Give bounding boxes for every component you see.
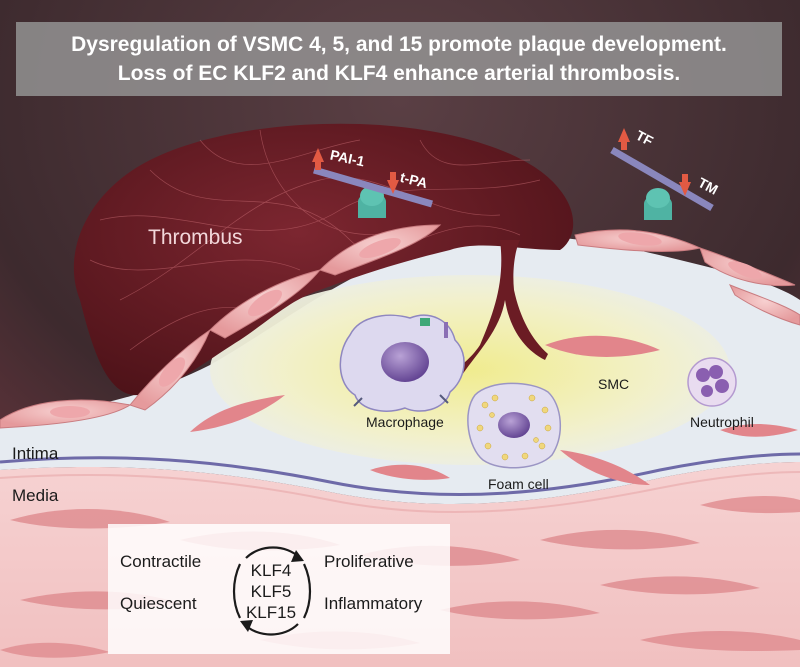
macrophage-label: Macrophage xyxy=(366,414,444,430)
neutrophil-cell xyxy=(687,357,737,407)
thrombus-label: Thrombus xyxy=(148,226,243,249)
title-line-2: Loss of EC KLF2 and KLF4 enhance arteria… xyxy=(117,62,681,85)
media-label: Media xyxy=(12,486,59,505)
foam-cell xyxy=(467,382,562,469)
klf-factor: KLF4 xyxy=(250,561,292,580)
klf-factor-list: KLF4 KLF5 KLF15 xyxy=(241,560,301,623)
klf-factor: KLF15 xyxy=(245,603,297,622)
contractile-label: Contractile xyxy=(120,552,202,571)
proliferative-label: Proliferative xyxy=(324,552,414,571)
klf-factor: KLF5 xyxy=(250,582,292,601)
title-line-1: Dysregulation of VSMC 4, 5, and 15 promo… xyxy=(71,33,727,56)
elastic-lamina xyxy=(0,452,800,497)
title-banner: Dysregulation of VSMC 4, 5, and 15 promo… xyxy=(16,22,782,96)
macrophage-cell xyxy=(339,314,465,412)
balance-right xyxy=(610,128,714,220)
up-arrow-icon xyxy=(312,148,324,170)
plaque-core xyxy=(210,275,730,465)
fibrin-mesh xyxy=(89,129,541,351)
thrombus-root xyxy=(455,240,548,375)
cycle-arrows-icon xyxy=(232,546,312,636)
foam-cell-label: Foam cell xyxy=(488,476,549,492)
down-arrow-icon xyxy=(387,172,399,194)
neutrophil-label: Neutrophil xyxy=(690,414,754,430)
intima-label: Intima xyxy=(12,444,59,463)
klf-cycle-box: Contractile Quiescent Proliferative Infl… xyxy=(108,524,450,654)
quiescent-label: Quiescent xyxy=(120,594,197,613)
smc-label: SMC xyxy=(598,376,630,392)
thrombus xyxy=(73,123,574,396)
down-arrow-icon xyxy=(679,174,691,196)
inflammatory-label: Inflammatory xyxy=(324,594,423,613)
balance-left xyxy=(312,148,433,218)
up-arrow-icon xyxy=(618,128,630,150)
plaque-smc-group xyxy=(190,335,798,485)
endothelial-nuclei xyxy=(50,232,762,418)
